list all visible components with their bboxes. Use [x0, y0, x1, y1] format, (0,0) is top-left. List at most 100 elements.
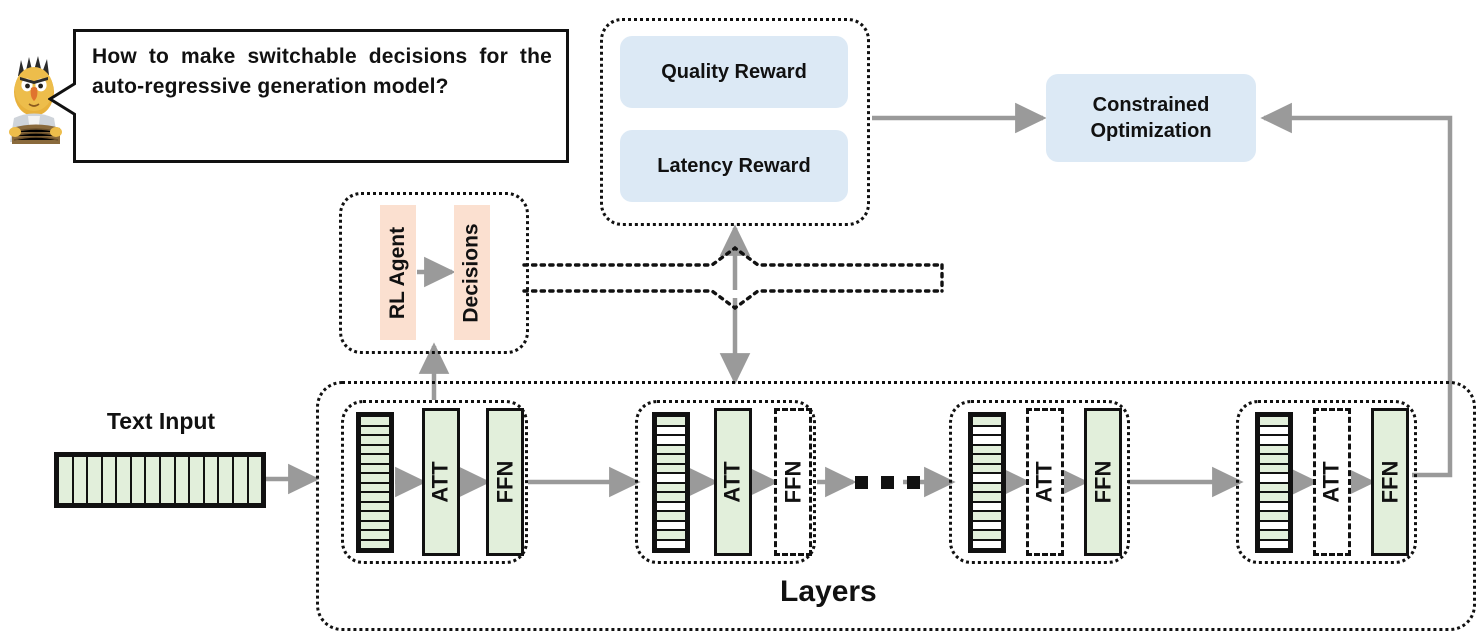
layer-3-tokens — [968, 412, 1006, 553]
layer-token-cell — [973, 455, 1001, 463]
layer-token-cell — [1260, 426, 1288, 434]
text-input-token — [219, 457, 232, 503]
text-input-token — [248, 457, 262, 503]
constrained-optimization-card[interactable]: Constrained Optimization — [1046, 74, 1256, 162]
layer-token-cell — [657, 512, 685, 520]
layer-token-cell — [361, 464, 389, 472]
layer-token-cell — [1260, 483, 1288, 491]
layer-1-att-block[interactable]: ATT — [422, 408, 460, 556]
layer-token-cell — [361, 474, 389, 482]
layer-token-cell — [1260, 512, 1288, 520]
latency-reward-label: Latency Reward — [657, 155, 811, 177]
layer-token-cell — [657, 502, 685, 510]
layer-3-box — [949, 400, 1130, 564]
text-input-token — [73, 457, 87, 503]
layer-2-ffn-block[interactable]: FFN — [774, 408, 812, 556]
layer-token-cell — [973, 474, 1001, 482]
layer-token-cell — [361, 531, 389, 539]
layer-3-att-block[interactable]: ATT — [1026, 408, 1064, 556]
layer-token-cell — [657, 417, 685, 425]
latency-reward-card[interactable]: Latency Reward — [620, 130, 848, 202]
text-input-token — [146, 457, 160, 503]
layer-token-cell — [973, 531, 1001, 539]
layers-container — [316, 381, 1476, 631]
layer-token-cell — [361, 512, 389, 520]
layer-token-cell — [973, 493, 1001, 501]
layer-token-cell — [1260, 531, 1288, 539]
text-input-token — [59, 457, 72, 503]
layer-token-cell — [657, 455, 685, 463]
layer-token-cell — [1260, 455, 1288, 463]
layer-token-cell — [361, 493, 389, 501]
layer-token-cell — [361, 455, 389, 463]
layer-3-ffn-block[interactable]: FFN — [1084, 408, 1122, 556]
layer-token-cell — [1260, 474, 1288, 482]
text-input-token — [190, 457, 203, 503]
layer-token-cell — [361, 540, 389, 548]
layer-token-cell — [361, 417, 389, 425]
layer-token-cell — [657, 540, 685, 548]
layer-token-cell — [657, 531, 685, 539]
layer-token-cell — [361, 483, 389, 491]
text-input-tokens — [54, 452, 266, 508]
quality-reward-label: Quality Reward — [661, 61, 807, 83]
layer-token-cell — [657, 521, 685, 529]
layer-token-cell — [657, 493, 685, 501]
layer-token-cell — [1260, 540, 1288, 548]
layer-token-cell — [973, 512, 1001, 520]
rl-agent-group — [339, 192, 529, 354]
layer-2-box — [635, 400, 816, 564]
layer-token-cell — [361, 521, 389, 529]
layer-4-tokens — [1255, 412, 1293, 553]
decision-signal-line-top — [522, 245, 944, 267]
layer-token-cell — [973, 502, 1001, 510]
layer-token-cell — [973, 436, 1001, 444]
layer-token-cell — [657, 474, 685, 482]
rl-agent-block[interactable]: RL Agent — [380, 205, 416, 340]
constrained-optimization-line2: Optimization — [1090, 120, 1212, 142]
layer-token-cell — [1260, 502, 1288, 510]
layer-2-ffn-label: FFN — [780, 460, 806, 504]
decisions-label: Decisions — [460, 222, 483, 323]
rl-agent-label: RL Agent — [386, 226, 410, 319]
layer-token-cell — [657, 445, 685, 453]
layer-1-ffn-label: FFN — [492, 460, 518, 504]
decisions-block[interactable]: Decisions — [454, 205, 490, 340]
text-input-label: Text Input — [106, 408, 216, 434]
quality-reward-card[interactable]: Quality Reward — [620, 36, 848, 108]
text-input-token — [102, 457, 116, 503]
text-input-token — [175, 457, 189, 503]
layer-token-cell — [973, 464, 1001, 472]
layer-4-att-label: ATT — [1319, 461, 1345, 503]
layer-4-ffn-label: FFN — [1377, 460, 1403, 504]
text-input-token — [117, 457, 130, 503]
layer-2-att-label: ATT — [720, 461, 746, 503]
layer-token-cell — [657, 436, 685, 444]
layer-1-att-label: ATT — [428, 461, 454, 503]
layer-token-cell — [361, 502, 389, 510]
layer-token-cell — [1260, 436, 1288, 444]
layer-token-cell — [973, 540, 1001, 548]
layer-token-cell — [973, 483, 1001, 491]
layer-token-cell — [973, 426, 1001, 434]
layer-token-cell — [1260, 521, 1288, 529]
layer-3-att-label: ATT — [1032, 461, 1058, 503]
layer-2-tokens — [652, 412, 690, 553]
layer-3-ffn-label: FFN — [1090, 460, 1116, 504]
layers-label: Layers — [780, 575, 877, 608]
decision-signal-line-bottom — [522, 289, 944, 311]
text-input-token — [233, 457, 247, 503]
layers-ellipsis — [855, 476, 920, 489]
layer-token-cell — [1260, 464, 1288, 472]
speech-bubble-text: How to make switchable decisions for the… — [92, 45, 552, 98]
layer-1-ffn-block[interactable]: FFN — [486, 408, 524, 556]
layer-1-box — [341, 400, 528, 564]
layer-4-ffn-block[interactable]: FFN — [1371, 408, 1409, 556]
layer-2-att-block[interactable]: ATT — [714, 408, 752, 556]
layer-token-cell — [657, 426, 685, 434]
text-input-token — [161, 457, 174, 503]
layer-4-box — [1236, 400, 1417, 564]
layer-4-att-block[interactable]: ATT — [1313, 408, 1351, 556]
speech-bubble-tail — [48, 79, 80, 119]
